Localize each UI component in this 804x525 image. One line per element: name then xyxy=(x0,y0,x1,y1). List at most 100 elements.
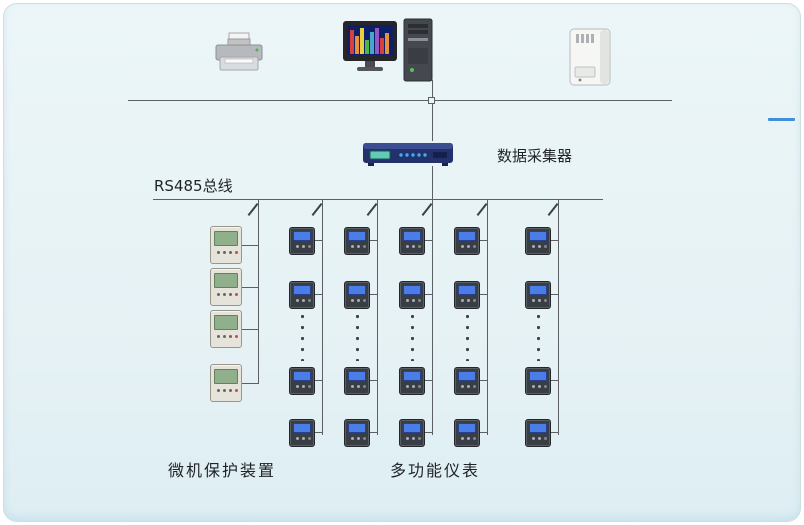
meter-buttons xyxy=(406,299,409,302)
data-collector-device xyxy=(363,140,453,172)
connector-stub xyxy=(369,294,377,295)
connector-stub xyxy=(479,240,487,241)
junction-to-collector-line xyxy=(432,104,433,141)
meter-buttons xyxy=(406,245,409,248)
meter-buttons xyxy=(406,385,409,388)
multifunction-meter xyxy=(454,281,480,309)
multifunction-meter xyxy=(399,227,425,255)
data-collector-label: 数据采集器 xyxy=(497,147,573,165)
ellipsis-dots xyxy=(537,315,540,361)
meter-screen xyxy=(458,285,476,295)
protection-screen xyxy=(214,273,238,288)
protection-buttons xyxy=(217,251,220,254)
meter-screen xyxy=(293,285,311,295)
connector-stub xyxy=(479,432,487,433)
protection-buttons xyxy=(217,293,220,296)
multifunction-meter xyxy=(344,367,370,395)
connector-stub xyxy=(424,240,432,241)
meter-buttons xyxy=(351,385,354,388)
multifunction-meter xyxy=(525,419,551,447)
protection-device xyxy=(210,226,242,264)
meter-buttons xyxy=(351,245,354,248)
connector-stub xyxy=(242,329,258,330)
multifunction-meter xyxy=(454,227,480,255)
meter-screen xyxy=(529,423,547,433)
meter-screen xyxy=(458,371,476,381)
multifunction-meter xyxy=(399,367,425,395)
connector-stub xyxy=(479,294,487,295)
meter-screen xyxy=(403,371,421,381)
connector-stub xyxy=(369,432,377,433)
protection-screen xyxy=(214,315,238,330)
connector-stub xyxy=(550,380,558,381)
column-line xyxy=(487,199,488,435)
protection-device xyxy=(210,268,242,306)
connector-stub xyxy=(242,383,258,384)
printer-icon xyxy=(213,32,265,78)
meter-buttons xyxy=(296,299,299,302)
multifunction-meter xyxy=(454,367,480,395)
multifunction-meter xyxy=(454,419,480,447)
meter-buttons xyxy=(296,437,299,440)
top-bus-line xyxy=(128,100,672,101)
column-line xyxy=(258,199,259,384)
meter-screen xyxy=(403,423,421,433)
meter-screen xyxy=(348,371,366,381)
multifunction-meter xyxy=(399,419,425,447)
computer-icon xyxy=(342,18,434,88)
ellipsis-dots xyxy=(466,315,469,361)
protection-device xyxy=(210,310,242,348)
meter-screen xyxy=(458,231,476,241)
collector-to-bus-line xyxy=(432,166,433,199)
meter-buttons xyxy=(351,437,354,440)
multifunction-meter xyxy=(289,227,315,255)
multifunction-meter xyxy=(525,281,551,309)
meter-screen xyxy=(458,423,476,433)
blue-artifact-line xyxy=(768,118,795,121)
connector-stub xyxy=(424,380,432,381)
multifunction-meter xyxy=(344,281,370,309)
connector-stub xyxy=(314,294,322,295)
meter-buttons xyxy=(461,299,464,302)
protection-buttons xyxy=(217,335,220,338)
connector-stub xyxy=(369,240,377,241)
meter-screen xyxy=(293,423,311,433)
ups-icon xyxy=(567,27,613,91)
multifunction-meter xyxy=(289,281,315,309)
protection-screen xyxy=(214,369,238,384)
multifunction-meter xyxy=(289,367,315,395)
meter-buttons xyxy=(406,437,409,440)
connector-stub xyxy=(314,380,322,381)
multifunction-meter xyxy=(399,281,425,309)
meter-screen xyxy=(293,231,311,241)
meter-screen xyxy=(529,231,547,241)
multifunction-meter xyxy=(525,367,551,395)
connector-stub xyxy=(424,294,432,295)
computer-drop-line xyxy=(432,80,433,97)
connector-stub xyxy=(314,240,322,241)
meter-screen xyxy=(348,423,366,433)
connector-stub xyxy=(242,245,258,246)
connector-stub xyxy=(369,380,377,381)
multifunction-meter xyxy=(344,227,370,255)
multifunction-meter xyxy=(525,227,551,255)
protection-buttons xyxy=(217,389,220,392)
meter-screen xyxy=(529,371,547,381)
meter-screen xyxy=(529,285,547,295)
meter-screen xyxy=(293,371,311,381)
connector-stub xyxy=(424,432,432,433)
protection-devices-label: 微机保护装置 xyxy=(168,461,277,480)
column-line xyxy=(322,199,323,435)
meter-buttons xyxy=(351,299,354,302)
meter-buttons xyxy=(296,385,299,388)
multifunction-meters-label: 多功能仪表 xyxy=(390,461,481,480)
connector-stub xyxy=(550,432,558,433)
meter-buttons xyxy=(532,299,535,302)
meter-buttons xyxy=(532,245,535,248)
connector-stub xyxy=(550,240,558,241)
meter-buttons xyxy=(461,245,464,248)
meter-screen xyxy=(403,231,421,241)
column-line xyxy=(558,199,559,435)
column-line xyxy=(377,199,378,435)
